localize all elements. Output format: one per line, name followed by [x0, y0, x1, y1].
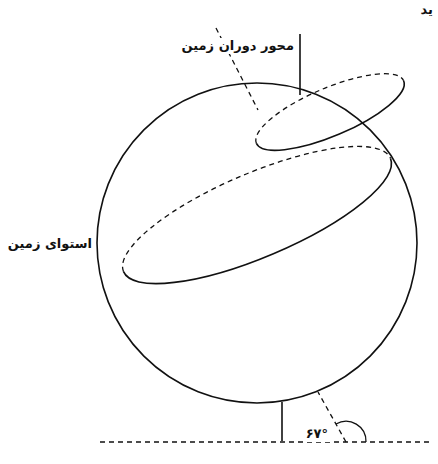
angle-label: ۶۷°	[304, 426, 330, 442]
earth-sphere	[97, 83, 417, 403]
equator-label: استوای زمین	[6, 236, 94, 252]
axis-label: محور دوران زمین	[180, 38, 296, 54]
equator-ellipse	[107, 120, 407, 311]
horizontal-line	[100, 441, 432, 442]
latitude-circle	[247, 59, 413, 166]
cropped-text: ید	[419, 2, 435, 18]
vertical-line	[299, 34, 301, 95]
angle-arc	[336, 421, 366, 442]
vertical-line	[281, 402, 283, 441]
